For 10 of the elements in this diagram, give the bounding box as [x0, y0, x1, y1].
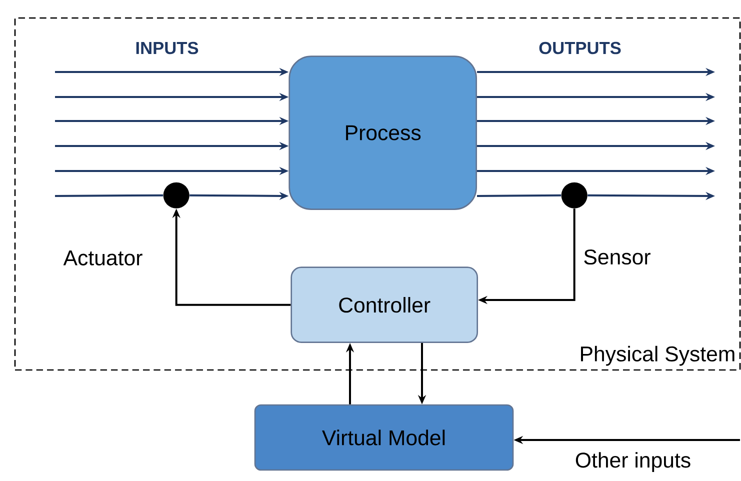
process-box: Process [288, 56, 477, 210]
section-heading: OUTPUTS [539, 42, 621, 54]
model-box: Virtual Model [254, 404, 514, 471]
edge-label: Other inputs [574, 450, 692, 474]
component-label: Sensor [584, 249, 650, 265]
actuator-dot [163, 182, 190, 208]
component-label: Actuator [63, 250, 142, 266]
section-heading: INPUTS [136, 42, 198, 54]
sensor-dot [561, 182, 588, 208]
controller-box: Controller [290, 266, 478, 343]
